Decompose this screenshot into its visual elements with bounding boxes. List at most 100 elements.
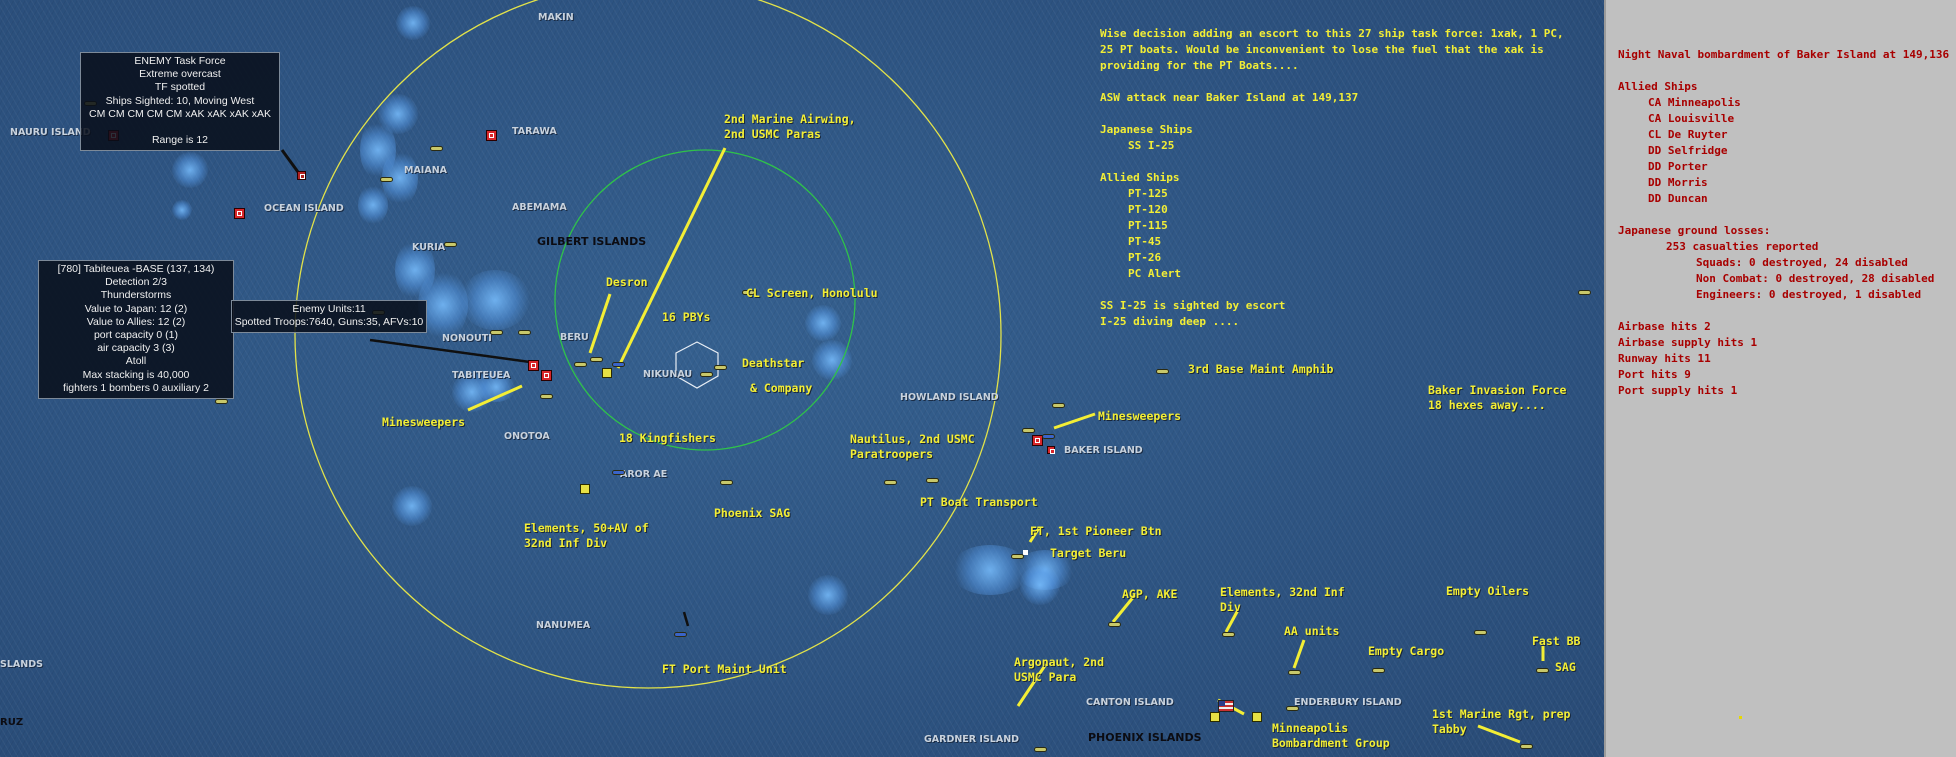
task-force-icon[interactable] xyxy=(1252,712,1262,722)
ship-icon[interactable] xyxy=(1520,744,1533,749)
game-map[interactable]: MAKIN TARAWA MAIANA ABEMAMA KURIA NONOUT… xyxy=(0,0,1604,757)
island-glow xyxy=(812,340,852,380)
ship-icon[interactable] xyxy=(884,480,897,485)
ship-icon[interactable] xyxy=(444,242,457,247)
tooltip-line: ENEMY Task Force xyxy=(134,55,226,67)
report-loss-line: Non Combat: 0 destroyed, 28 disabled xyxy=(1696,272,1935,285)
base-ocean-island[interactable] xyxy=(234,208,245,219)
ship-icon[interactable] xyxy=(720,480,733,485)
label-kingfishers: 18 Kingfishers xyxy=(619,431,716,445)
ship-icon[interactable] xyxy=(1286,706,1299,711)
ship-icon[interactable] xyxy=(1474,630,1487,635)
base-baker[interactable] xyxy=(1032,435,1043,446)
task-force-icon[interactable] xyxy=(602,368,612,378)
tooltip-line: TF spotted xyxy=(154,81,206,94)
label-marine-airwing: 2nd Marine Airwing, 2nd USMC Paras xyxy=(724,112,856,142)
narrative-ship: PT-115 xyxy=(1128,219,1168,232)
report-ground-heading: Japanese ground losses: xyxy=(1618,224,1771,237)
place-nanumea: NANUMEA xyxy=(536,620,591,631)
place-howland: HOWLAND ISLAND xyxy=(900,392,999,403)
tooltip-line: Detection 2/3 xyxy=(105,276,167,289)
base-tabiteuea-2[interactable] xyxy=(541,370,552,381)
pointer-line xyxy=(1053,412,1096,430)
ship-icon[interactable] xyxy=(674,632,687,637)
label-line: Div xyxy=(1220,600,1241,614)
report-allied-ship: DD Duncan xyxy=(1648,192,1708,205)
cursor-dot xyxy=(1739,716,1742,719)
place-baker: BAKER ISLAND xyxy=(1064,445,1143,456)
report-casualties: 253 casualties reported xyxy=(1666,240,1819,253)
combat-report-panel[interactable]: Night Naval bombardment of Baker Island … xyxy=(1604,0,1956,757)
ship-icon[interactable] xyxy=(490,330,503,335)
label-elements-50av: Elements, 50+AV of 32nd Inf Div xyxy=(524,521,649,551)
base-tarawa[interactable] xyxy=(486,130,497,141)
ship-icon[interactable] xyxy=(1052,403,1065,408)
ship-icon[interactable] xyxy=(700,372,713,377)
label-pbys: 16 PBYs xyxy=(662,310,711,324)
tooltip-line: Enemy Units:11 xyxy=(292,303,366,315)
tooltip-line: Spotted Troops:7640, Guns:35, AFVs:10 xyxy=(234,316,424,329)
label-3rd-base: 3rd Base Maint Amphib xyxy=(1188,362,1334,376)
ship-icon[interactable] xyxy=(540,394,553,399)
ship-icon[interactable] xyxy=(574,362,587,367)
place-nauru: NAURU ISLAND xyxy=(10,127,91,138)
island-glow xyxy=(392,486,432,526)
place-nikunau: NIKUNAU xyxy=(643,369,693,380)
ship-icon[interactable] xyxy=(1536,668,1549,673)
ship-icon[interactable] xyxy=(1108,622,1121,627)
us-flag-icon[interactable] xyxy=(1218,700,1234,712)
label-line: USMC Para xyxy=(1014,670,1077,684)
ship-icon[interactable] xyxy=(1156,369,1169,374)
report-allied-ship: CA Minneapolis xyxy=(1648,96,1741,109)
ship-icon[interactable] xyxy=(1372,668,1385,673)
pointer-line xyxy=(616,147,727,369)
label-line: Nautilus, 2nd USMC xyxy=(850,432,975,446)
pointer-line xyxy=(1016,663,1048,707)
ship-icon[interactable] xyxy=(518,330,531,335)
place-ruz-edge: RUZ xyxy=(0,717,24,728)
ship-icon[interactable] xyxy=(215,399,228,404)
label-empty-cargo: Empty Cargo xyxy=(1368,644,1445,658)
base-tabiteuea[interactable] xyxy=(528,360,539,371)
island-glow xyxy=(805,305,841,341)
label-target-beru: Target Beru xyxy=(1050,546,1127,560)
label-minneapolis-group: Minneapolis Bombardment Group xyxy=(1272,721,1390,751)
label-baker-invasion: Baker Invasion Force 18 hexes away.... xyxy=(1428,383,1566,413)
island-glow xyxy=(172,152,208,188)
label-argonaut: Argonaut, 2nd USMC Para xyxy=(1014,655,1104,685)
hex-selection[interactable] xyxy=(675,341,719,389)
narrative-line: 25 PT boats. Would be inconvenient to lo… xyxy=(1100,43,1544,56)
enemy-task-force-marker[interactable] xyxy=(297,171,306,180)
tooltip-line: air capacity 3 (3) xyxy=(97,342,175,355)
task-force-icon[interactable] xyxy=(580,484,590,494)
ship-icon[interactable] xyxy=(1034,747,1047,752)
label-line: Elements, 32nd Inf xyxy=(1220,585,1345,599)
ship-icon[interactable] xyxy=(714,365,727,370)
ship-icon[interactable] xyxy=(590,357,603,362)
report-hits-line: Runway hits 11 xyxy=(1618,352,1711,365)
ship-icon[interactable] xyxy=(742,290,755,295)
ship-icon[interactable] xyxy=(1578,290,1591,295)
task-force-icon[interactable] xyxy=(1210,712,1220,722)
ship-icon[interactable] xyxy=(1022,428,1035,433)
ship-icon[interactable] xyxy=(612,470,625,475)
ship-icon[interactable] xyxy=(1222,632,1235,637)
ship-icon[interactable] xyxy=(612,362,625,367)
ship-icon[interactable] xyxy=(1042,434,1055,439)
pointer-line xyxy=(1111,594,1137,623)
label-company: & Company xyxy=(750,381,813,395)
ship-icon[interactable] xyxy=(1288,670,1301,675)
pointer-line xyxy=(1292,639,1306,669)
label-line: 2nd USMC Paras xyxy=(724,127,821,141)
label-minesweepers-east: Minesweepers xyxy=(1098,409,1182,423)
tooltip-line: Value to Japan: 12 (2) xyxy=(84,302,188,315)
tooltip-line: Max stacking is 40,000 xyxy=(82,368,190,381)
ship-icon[interactable] xyxy=(926,478,939,483)
place-onotoa: ONOTOA xyxy=(504,431,550,442)
ship-icon[interactable] xyxy=(430,146,443,151)
ship-icon[interactable] xyxy=(380,177,393,182)
ship-icon[interactable] xyxy=(1011,554,1024,559)
region-gilbert: GILBERT ISLANDS xyxy=(537,235,647,248)
report-allied-ship: CA Louisville xyxy=(1648,112,1735,125)
base-baker-2[interactable] xyxy=(1047,446,1055,454)
